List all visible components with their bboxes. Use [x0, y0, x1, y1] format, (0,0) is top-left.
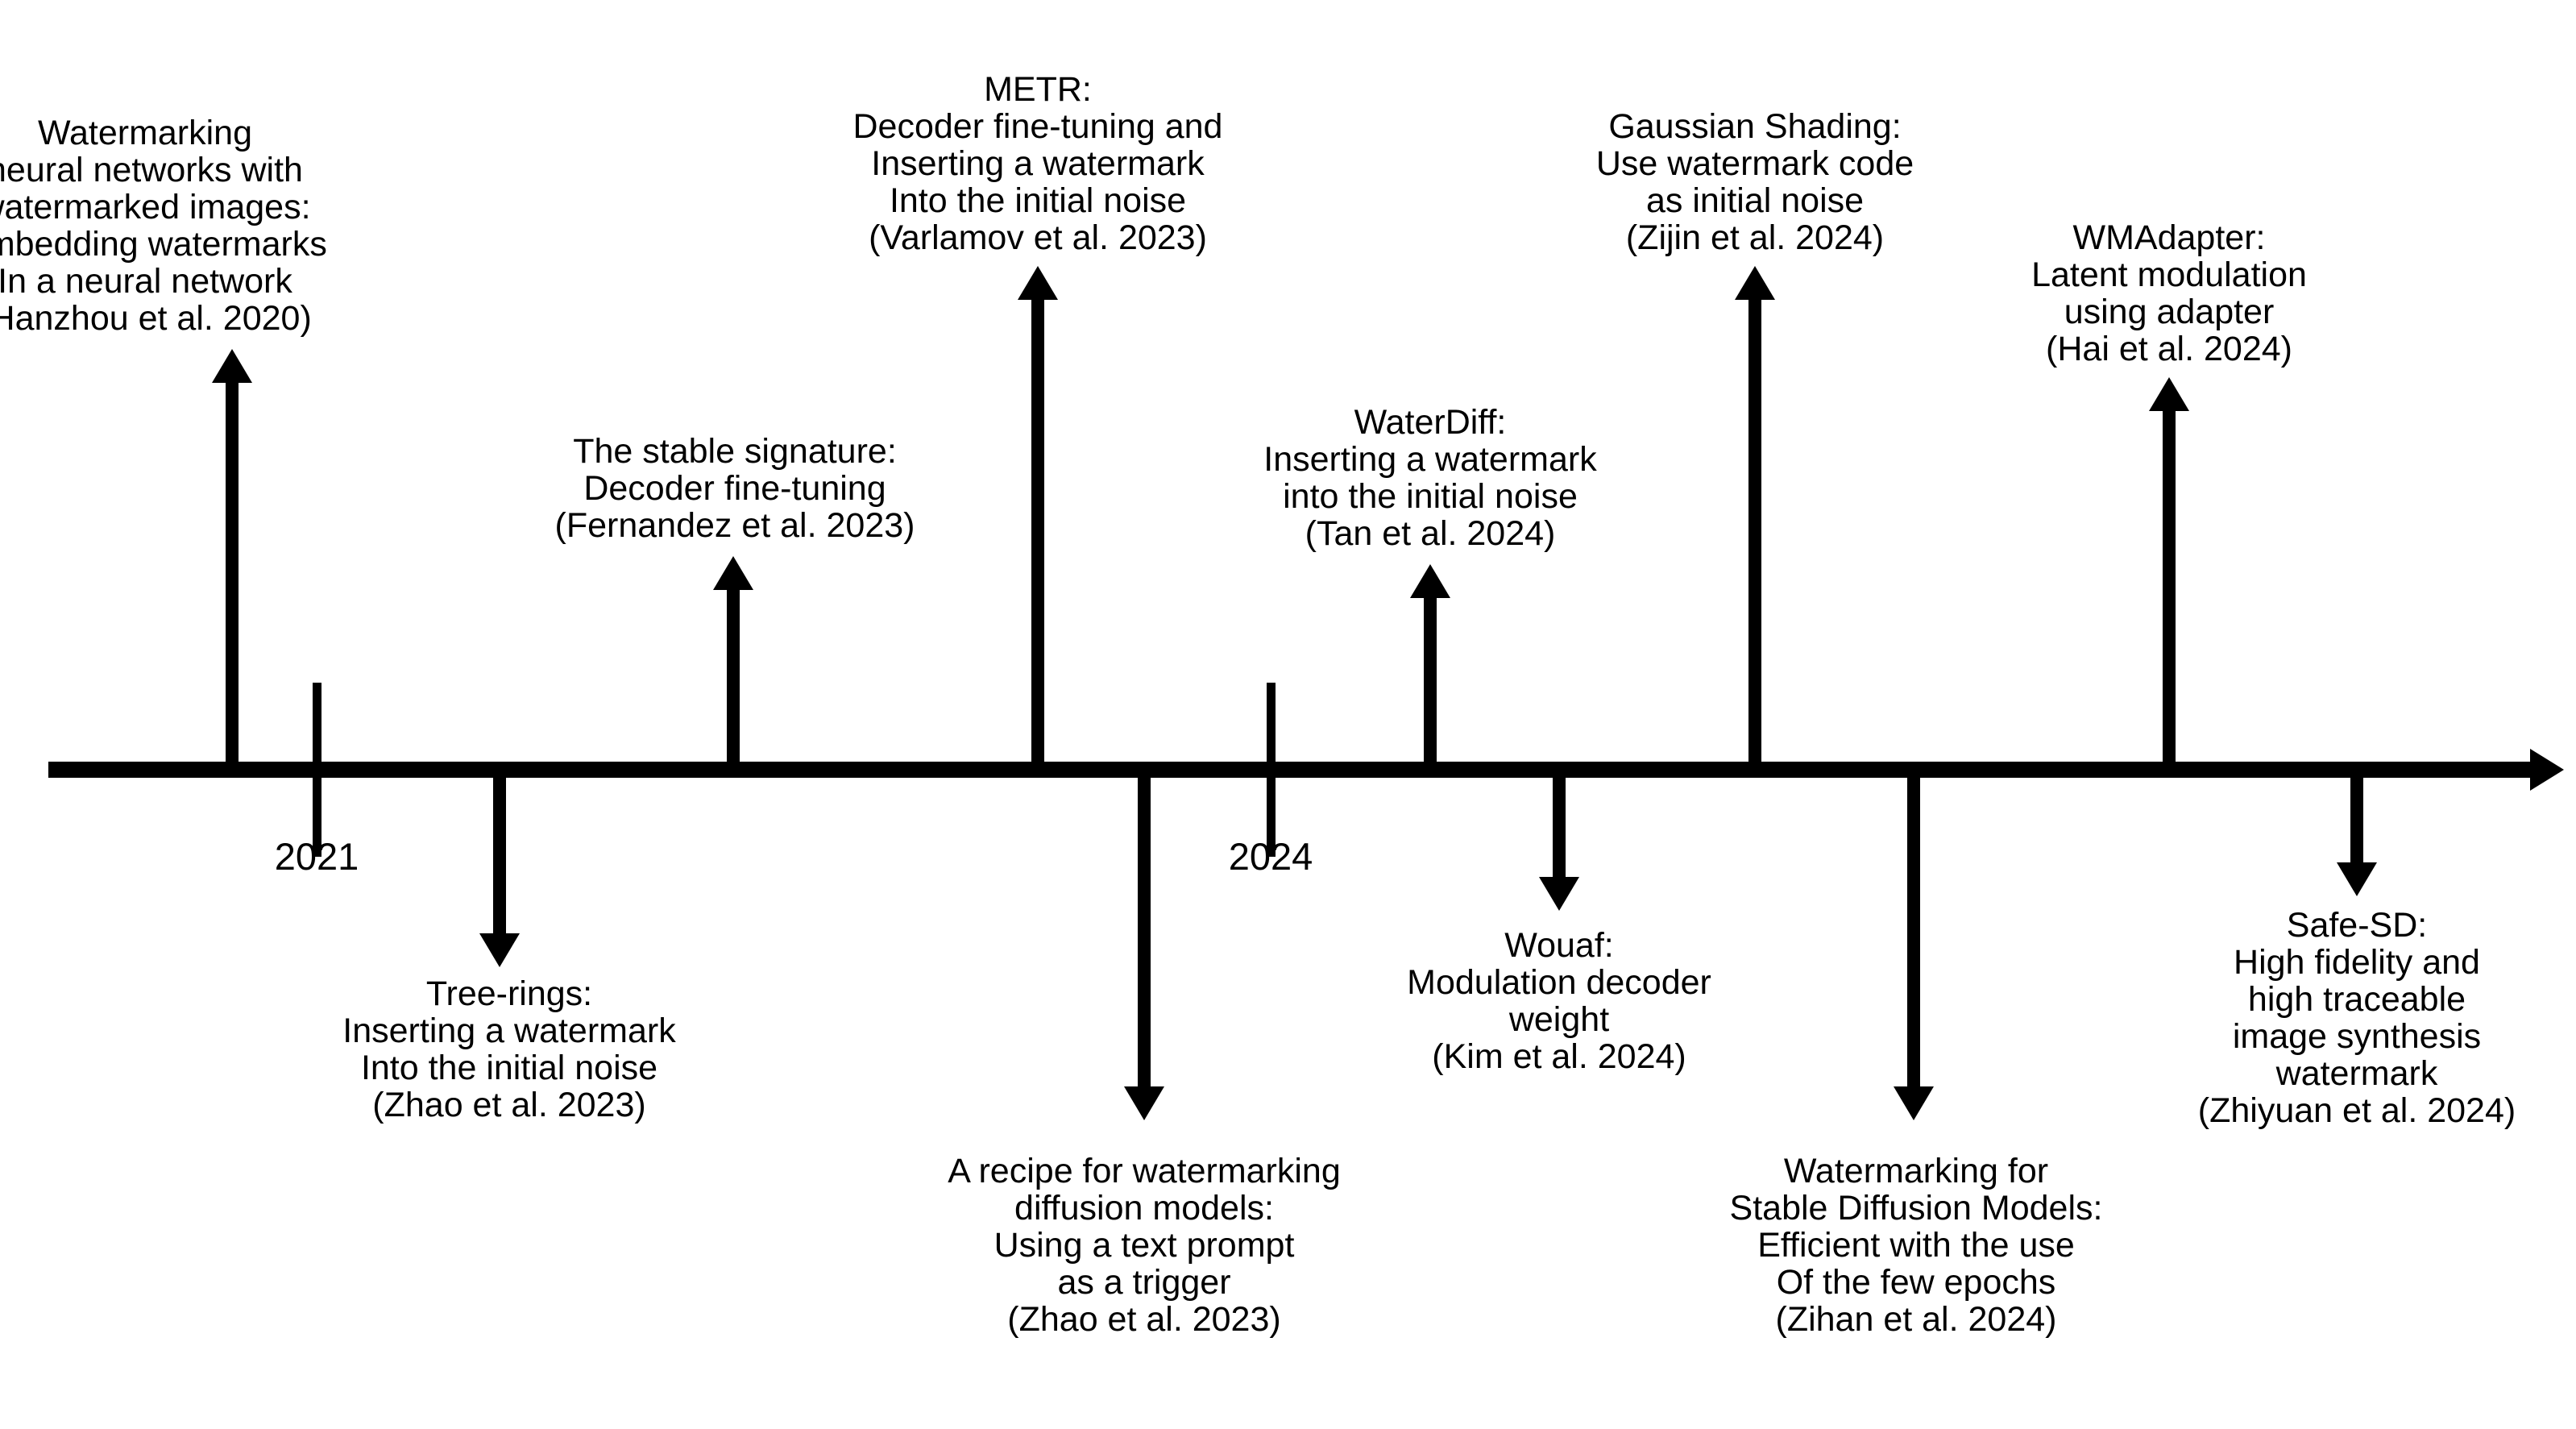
arrowhead-icon [1018, 266, 1058, 300]
connector-arrow-the-stable-signature [709, 556, 757, 770]
connector-arrow-watermarking-for-stable-diffusion-models [1889, 770, 1938, 1120]
arrow-shaft [1553, 770, 1566, 882]
axis-year-label-2021: 2021 [274, 835, 359, 878]
entry-label-line: WaterDiff: [1354, 403, 1507, 442]
entry-label-line: (Tan et al. 2024) [1305, 514, 1556, 553]
entry-label-line: as a trigger [1057, 1263, 1231, 1302]
entry-label-line: Safe-SD: [2286, 906, 2428, 945]
entry-label-line: Into the initial noise [360, 1049, 658, 1087]
arrowhead-icon [212, 349, 252, 383]
arrowhead-icon [2149, 377, 2189, 411]
arrowhead-icon [1410, 564, 1450, 598]
entry-label-line: Watermarking for [1783, 1152, 2049, 1190]
arrowhead-icon [2337, 862, 2377, 896]
arrow-shaft [2350, 770, 2363, 867]
entry-label-line: Tree-rings: [425, 974, 593, 1013]
connector-arrow-watermarking-neural-networks [208, 349, 256, 770]
connector-arrow-safe-sd [2333, 770, 2381, 896]
arrowhead-icon [1894, 1086, 1934, 1120]
entry-label-line: Stable Diffusion Models: [1729, 1189, 2103, 1228]
entry-label-line: (Zhao et al. 2023) [1007, 1300, 1281, 1339]
entry-label-line: watermarked images: [0, 188, 311, 226]
entry-label-line: Decoder fine-tuning and [852, 107, 1223, 146]
arrow-shaft [1138, 770, 1151, 1091]
connector-arrow-tree-rings [475, 770, 524, 967]
arrowhead-icon [1735, 266, 1775, 300]
arrowhead-icon [1539, 877, 1579, 911]
arrow-shaft [727, 585, 740, 770]
entry-label-line: Latent modulation [2031, 255, 2307, 294]
entry-label-line: (Zijin et al. 2024) [1625, 218, 1885, 257]
timeline-axis-arrowhead-icon [2530, 749, 2564, 791]
axis-tick-2021 [313, 683, 321, 857]
entry-label-line: (Kim et al. 2024) [1432, 1037, 1686, 1076]
entry-label-line: Inserting a watermark [1263, 440, 1597, 479]
arrowhead-icon [713, 556, 753, 590]
arrow-shaft [2163, 406, 2176, 770]
connector-arrow-wmadapter [2145, 377, 2193, 770]
entry-label-line: Modulation decoder [1407, 963, 1711, 1002]
entry-label-line: neural networks with [0, 151, 303, 189]
entry-label-line: diffusion models: [1014, 1189, 1274, 1228]
entry-label-line: Embedding watermarks [0, 225, 327, 264]
arrow-shaft [1031, 295, 1044, 770]
entry-label-line: Watermarking [37, 114, 253, 152]
entry-label-line: watermark [2275, 1054, 2438, 1093]
entry-label-line: (Hai et al. 2024) [2046, 330, 2292, 368]
arrow-shaft [1907, 770, 1920, 1091]
entry-label-line: (Zihan et al. 2024) [1775, 1300, 2057, 1339]
entry-label-line: (Zhiyuan et al. 2024) [2197, 1091, 2516, 1130]
arrowhead-icon [1124, 1086, 1164, 1120]
entry-label-line: high traceable [2247, 980, 2466, 1019]
arrow-shaft [1748, 295, 1761, 770]
axis-tick-2024 [1267, 683, 1276, 857]
entry-label-line: Gaussian Shading: [1608, 107, 1902, 146]
arrowhead-icon [479, 933, 520, 967]
entry-label-line: (Fernandez et al. 2023) [554, 506, 915, 545]
entry-label-line: weight [1508, 1000, 1610, 1039]
arrow-shaft [226, 378, 239, 770]
entry-label-line: as initial noise [1645, 181, 1865, 220]
entry-label-line: METR: [984, 70, 1092, 109]
entry-label-line: Inserting a watermark [342, 1012, 676, 1050]
axis-year-label-2024: 2024 [1228, 835, 1313, 878]
connector-arrow-metr [1014, 266, 1062, 770]
entry-label-line: (Hanzhou et al. 2020) [0, 299, 312, 338]
connector-arrow-waterdiff [1406, 564, 1454, 770]
arrow-shaft [1424, 593, 1437, 770]
entry-label-line: Efficient with the use [1757, 1226, 2075, 1265]
entry-label-line: Of the few epochs [1776, 1263, 2056, 1302]
entry-label-line: Inserting a watermark [871, 144, 1205, 183]
connector-arrow-wouaf [1535, 770, 1583, 911]
entry-label-the-stable-signature: The stable signature:Decoder fine-tuning… [485, 433, 985, 544]
arrow-shaft [493, 770, 506, 938]
connector-arrow-gaussian-shading [1731, 266, 1779, 770]
entry-label-line: Decoder fine-tuning [583, 469, 886, 508]
connector-arrow-a-recipe-for-watermarking [1120, 770, 1168, 1120]
entry-label-line: image synthesis [2232, 1017, 2482, 1056]
entry-label-line: Using a text prompt [993, 1226, 1295, 1265]
entry-label-line: Use watermark code [1595, 144, 1914, 183]
entry-label-line: A recipe for watermarking [948, 1152, 1341, 1190]
entry-label-line: (Varlamov et al. 2023) [869, 218, 1207, 257]
entry-label-line: using adapter [2064, 293, 2275, 331]
entry-label-line: High fidelity and [2234, 943, 2480, 982]
entry-label-line: (Zhao et al. 2023) [372, 1086, 646, 1124]
entry-label-line: WMAdapter: [2072, 218, 2266, 257]
entry-label-line: In a neural network [0, 262, 292, 301]
entry-label-line: The stable signature: [573, 432, 897, 471]
entry-label-line: Wouaf: [1504, 926, 1614, 965]
entry-label-line: into the initial noise [1283, 477, 1578, 516]
entry-label-line: Into the initial noise [889, 181, 1187, 220]
